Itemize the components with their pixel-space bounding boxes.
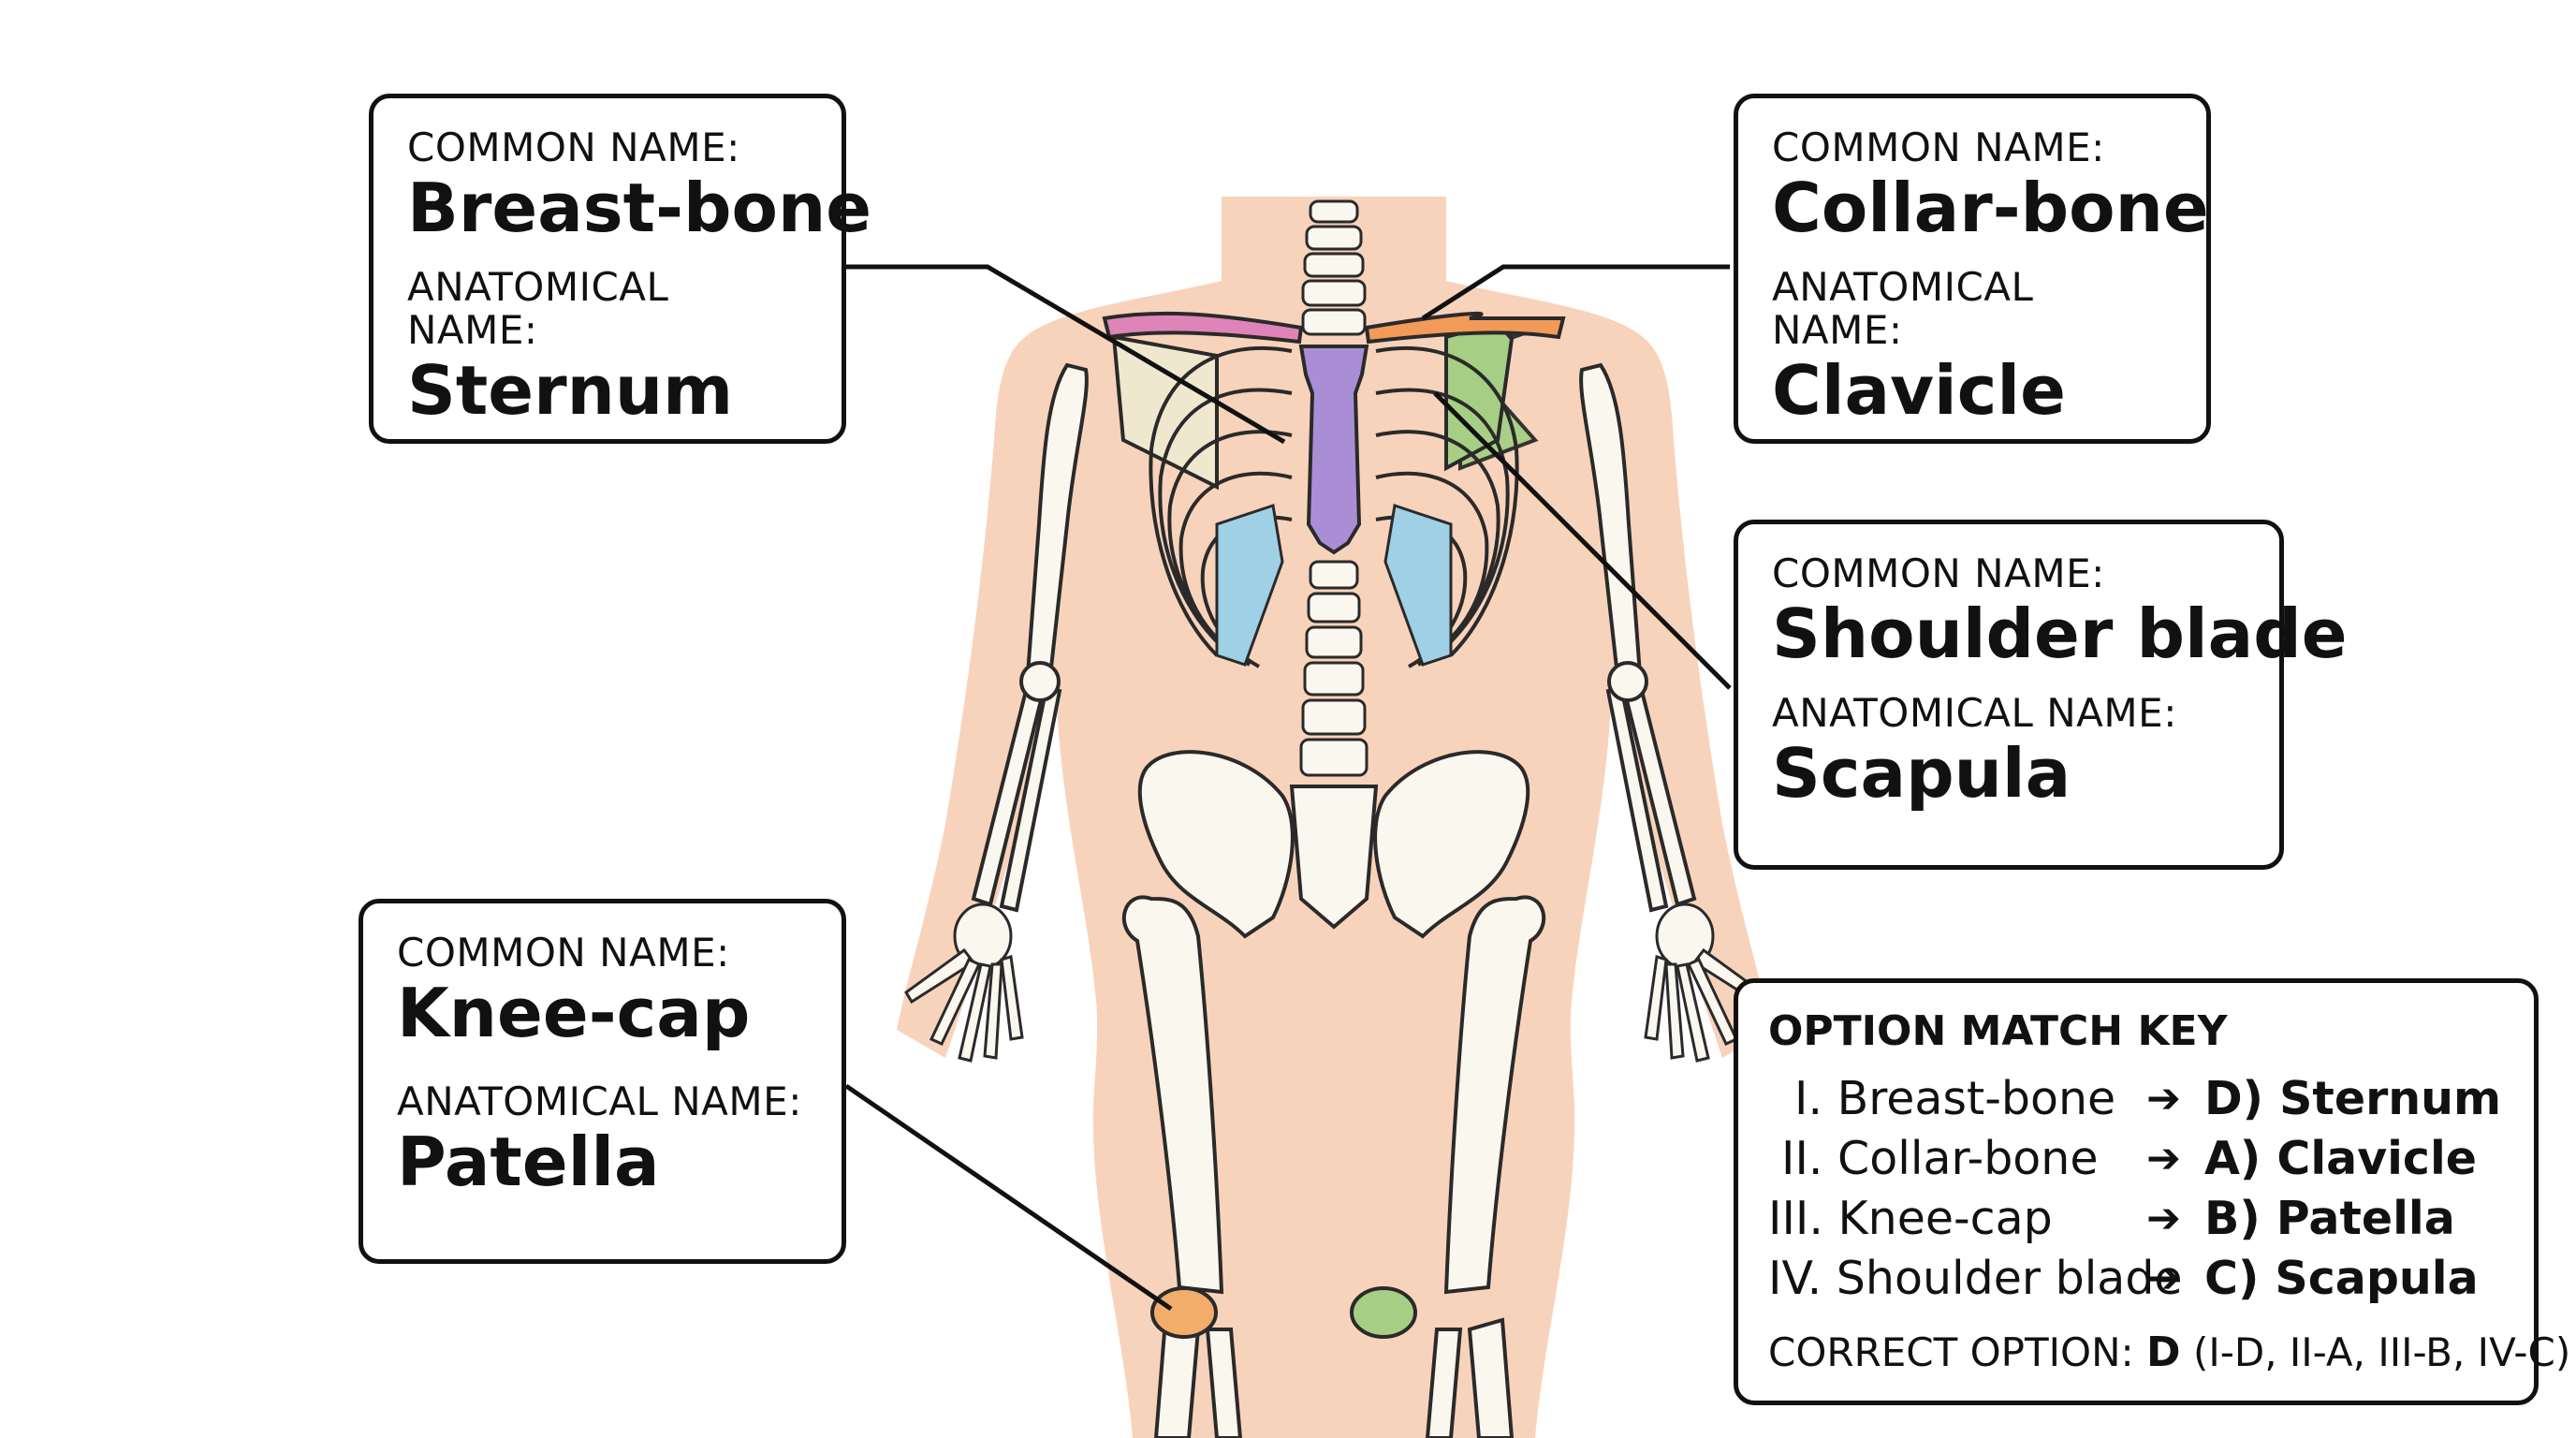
leader-line-scapula <box>1433 391 1732 690</box>
match-key-row: III. Knee-cap ➔ B) Patella <box>1768 1188 2504 1248</box>
leg-bones <box>1121 895 1546 1438</box>
label-collar-bone: COMMON NAME: Collar-bone ANATOMICAL NAME… <box>1734 94 2211 444</box>
option-match-key: OPTION MATCH KEY I. Breast-bone ➔ D) Ste… <box>1734 978 2570 1405</box>
match-key-row-anatomical: C) Scapula <box>2204 1251 2479 1305</box>
hand-bones <box>904 902 1764 1063</box>
arrow-right-icon: ➔ <box>2146 1134 2181 1182</box>
common-name-caption: COMMON NAME: <box>1772 550 2105 596</box>
label-shoulder-blade: COMMON NAME: Shoulder blade ANATOMICAL N… <box>1734 520 2348 870</box>
match-key-row-common: I. Breast-bone <box>1794 1071 2116 1125</box>
leader-line-sternum <box>846 264 1286 445</box>
leader-line-clavicle <box>1421 264 1730 321</box>
match-key-row-common: IV. Shoulder blade <box>1768 1251 2183 1305</box>
match-key-row-anatomical: A) Clavicle <box>2204 1131 2478 1185</box>
anatomical-name-value: Clavicle <box>1772 351 2066 431</box>
anatomical-name-value: Patella <box>397 1123 660 1202</box>
anatomical-name-value: Sternum <box>407 351 734 431</box>
correct-option-detail: (I-D, II-A, III-B, IV-C) <box>2192 1329 2571 1375</box>
correct-option-prefix: CORRECT OPTION: <box>1768 1329 2134 1375</box>
match-key-row-common: II. Collar-bone <box>1781 1131 2099 1185</box>
match-key-row-common: III. Knee-cap <box>1768 1191 2053 1245</box>
common-name-value: Breast-bone <box>407 169 872 248</box>
leader-lines <box>844 264 1732 1312</box>
correct-option-letter: D <box>2146 1328 2181 1376</box>
match-key-row: IV. Shoulder blade ➔ C) Scapula <box>1768 1248 2504 1308</box>
pelvis-bone <box>1137 750 1530 939</box>
anatomical-name-caption: ANATOMICAL NAME: <box>407 263 669 354</box>
clavicle-right-bone <box>1102 311 1304 345</box>
arrow-right-icon: ➔ <box>2146 1194 2181 1242</box>
match-key-row-anatomical: B) Patella <box>2204 1191 2455 1245</box>
patella-right-bone <box>1150 1286 1218 1339</box>
spine-bones <box>1299 199 1368 777</box>
patella-left-bone <box>1350 1286 1417 1339</box>
label-knee-cap: COMMON NAME: Knee-cap ANATOMICAL NAME: P… <box>359 899 846 1264</box>
arrow-right-icon: ➔ <box>2146 1254 2181 1302</box>
common-name-value: Knee-cap <box>397 974 751 1053</box>
correct-option-line: CORRECT OPTION: D (I-D, II-A, III-B, IV-… <box>1768 1328 2570 1376</box>
arrow-right-icon: ➔ <box>2146 1074 2181 1123</box>
anatomical-name-caption: ANATOMICAL NAME: <box>1772 263 2034 354</box>
common-name-value: Shoulder blade <box>1772 594 2348 674</box>
common-name-caption: COMMON NAME: <box>407 125 740 170</box>
sternum-bone <box>1298 345 1369 555</box>
leader-line-patella <box>844 1083 1173 1312</box>
costal-cartilage <box>1215 504 1453 667</box>
common-name-value: Collar-bone <box>1772 169 2209 248</box>
anatomical-name-caption: ANATOMICAL NAME: <box>397 1078 802 1124</box>
match-key-row-anatomical: D) Sternum <box>2204 1071 2502 1125</box>
scapula-bones <box>1111 320 1539 491</box>
common-name-caption: COMMON NAME: <box>1772 125 2105 170</box>
match-key-row: II. Collar-bone ➔ A) Clavicle <box>1768 1128 2504 1188</box>
match-key-row: I. Breast-bone ➔ D) Sternum <box>1768 1068 2504 1128</box>
common-name-caption: COMMON NAME: <box>397 930 730 976</box>
clavicle-left-bone <box>1364 311 1566 345</box>
match-key-title: OPTION MATCH KEY <box>1768 1007 2228 1055</box>
label-breast-bone: COMMON NAME: Breast-bone ANATOMICAL NAME… <box>369 94 872 444</box>
anatomical-name-value: Scapula <box>1772 734 2071 814</box>
anatomical-name-caption: ANATOMICAL NAME: <box>1772 689 2177 736</box>
